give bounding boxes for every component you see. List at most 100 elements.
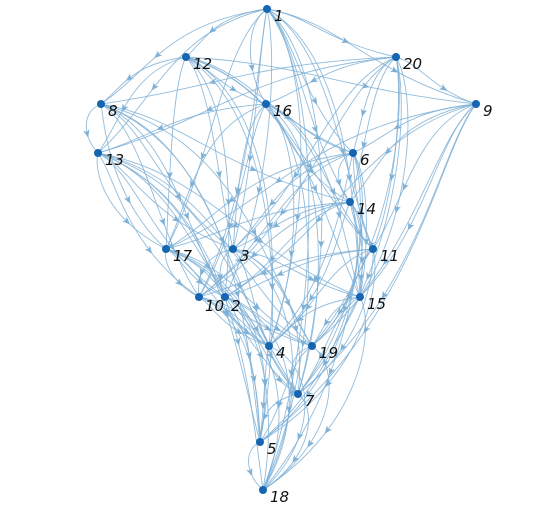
arrow-12-to-16 (228, 84, 238, 92)
node-4[interactable] (265, 342, 273, 350)
node-3[interactable] (229, 245, 237, 253)
edge-4-to-18 (262, 345, 306, 491)
edge-1-to-18 (262, 8, 310, 491)
edge-16-to-15 (265, 103, 361, 298)
node-13[interactable] (94, 149, 102, 157)
arrow-8-to-2 (182, 211, 189, 220)
arrow-15-to-7 (318, 351, 326, 360)
arrow-20-to-7 (366, 271, 373, 281)
node-10[interactable] (195, 293, 203, 301)
node-15[interactable] (356, 293, 364, 301)
node-14[interactable] (346, 198, 354, 206)
arrow-20-to-15 (394, 204, 401, 214)
arrow-13-to-10 (144, 245, 153, 254)
edge-13-to-7 (97, 152, 299, 395)
arrow-10-to-4 (234, 327, 243, 335)
edge-17-to-5 (165, 248, 261, 443)
node-18[interactable] (259, 486, 267, 494)
edge-10-to-7 (198, 296, 299, 395)
edge-1-to-14 (266, 8, 351, 203)
edge-8-to-13 (85, 103, 102, 154)
node-label-8: 8 (108, 102, 118, 120)
arrow-15-to-19 (323, 317, 331, 327)
arrow-13-to-2 (166, 241, 175, 250)
edge-17-to-19 (165, 248, 313, 347)
node-label-17: 17 (173, 247, 193, 265)
arrow-1-to-20 (341, 36, 350, 43)
edge-9-to-5 (259, 103, 477, 443)
edge-16-to-13 (97, 103, 267, 154)
arrow-14-to-15 (358, 256, 366, 265)
node-16[interactable] (262, 100, 270, 108)
edge-14-to-2 (224, 201, 351, 298)
edge-9-to-7 (297, 103, 477, 395)
node-label-12: 12 (193, 55, 212, 73)
arrow-19-to-18 (307, 439, 315, 448)
arrow-12-to-8 (125, 73, 135, 81)
edge-19-to-18 (262, 345, 330, 491)
edge-9-to-15 (359, 103, 477, 298)
node-1[interactable] (263, 5, 271, 13)
node-19[interactable] (308, 342, 316, 350)
arrow-12-to-3 (215, 170, 223, 179)
arrow-14-to-2 (268, 253, 277, 262)
arrow-11-to-4 (305, 302, 313, 311)
node-label-2: 2 (231, 297, 241, 315)
edge-12-to-13 (97, 56, 187, 154)
edge-11-to-7 (297, 248, 374, 395)
arrow-9-to-7 (381, 290, 389, 300)
arrow-15-to-4 (296, 314, 305, 322)
node-17[interactable] (162, 245, 170, 253)
edge-1-to-6 (266, 8, 354, 154)
edge-14-to-10 (198, 201, 351, 298)
edge-1-to-9 (266, 8, 477, 105)
edge-12-to-6 (185, 56, 354, 154)
edge-14-to-15 (349, 201, 363, 298)
node-6[interactable] (349, 149, 357, 157)
edge-12-to-2 (185, 56, 230, 298)
arrow-15-to-18 (324, 425, 332, 434)
edge-19-to-5 (259, 345, 313, 443)
edge-6-to-11 (352, 152, 374, 250)
edge-3-to-18 (232, 248, 294, 491)
edge-1-to-12 (185, 8, 268, 58)
arrow-17-to-10 (174, 278, 183, 287)
node-label-4: 4 (276, 344, 286, 362)
edge-12-to-16 (185, 56, 267, 105)
node-20[interactable] (392, 53, 400, 61)
arrow-14-to-4 (308, 293, 316, 302)
arrow-9-to-15 (407, 221, 415, 231)
arrow-12-to-17 (166, 171, 174, 180)
node-label-10: 10 (205, 297, 224, 315)
arrow-11-to-10 (259, 268, 269, 275)
node-2[interactable] (221, 293, 229, 301)
edge-15-to-19 (311, 296, 361, 347)
node-5[interactable] (256, 438, 264, 446)
edge-20-to-9 (395, 56, 477, 105)
edge-6-to-4 (268, 152, 354, 347)
arrow-9-to-19 (383, 256, 391, 266)
edge-1-to-8 (100, 8, 268, 105)
arrow-6-to-3 (269, 198, 277, 207)
arrow-20-to-3 (293, 170, 301, 179)
node-11[interactable] (369, 245, 377, 253)
node-label-18: 18 (270, 488, 289, 506)
arrow-20-to-6 (360, 108, 368, 117)
edge-2-to-5 (224, 296, 266, 443)
arrow-16-to-4 (288, 249, 295, 258)
arrow-20-to-14 (361, 140, 368, 150)
node-label-15: 15 (367, 295, 386, 313)
node-7[interactable] (294, 390, 302, 398)
arrow-13-to-3 (171, 214, 181, 223)
edge-11-to-5 (259, 248, 376, 443)
arrow-1-to-8 (154, 50, 163, 59)
edge-11-to-19 (311, 248, 374, 347)
node-8[interactable] (97, 100, 105, 108)
node-9[interactable] (472, 100, 480, 108)
node-12[interactable] (182, 53, 190, 61)
arrow-2-to-4 (241, 327, 251, 335)
arrow-8-to-5 (233, 289, 240, 299)
edge-14-to-4 (268, 201, 351, 347)
edge-12-to-8 (100, 56, 187, 105)
arrow-2-to-18 (286, 405, 293, 414)
